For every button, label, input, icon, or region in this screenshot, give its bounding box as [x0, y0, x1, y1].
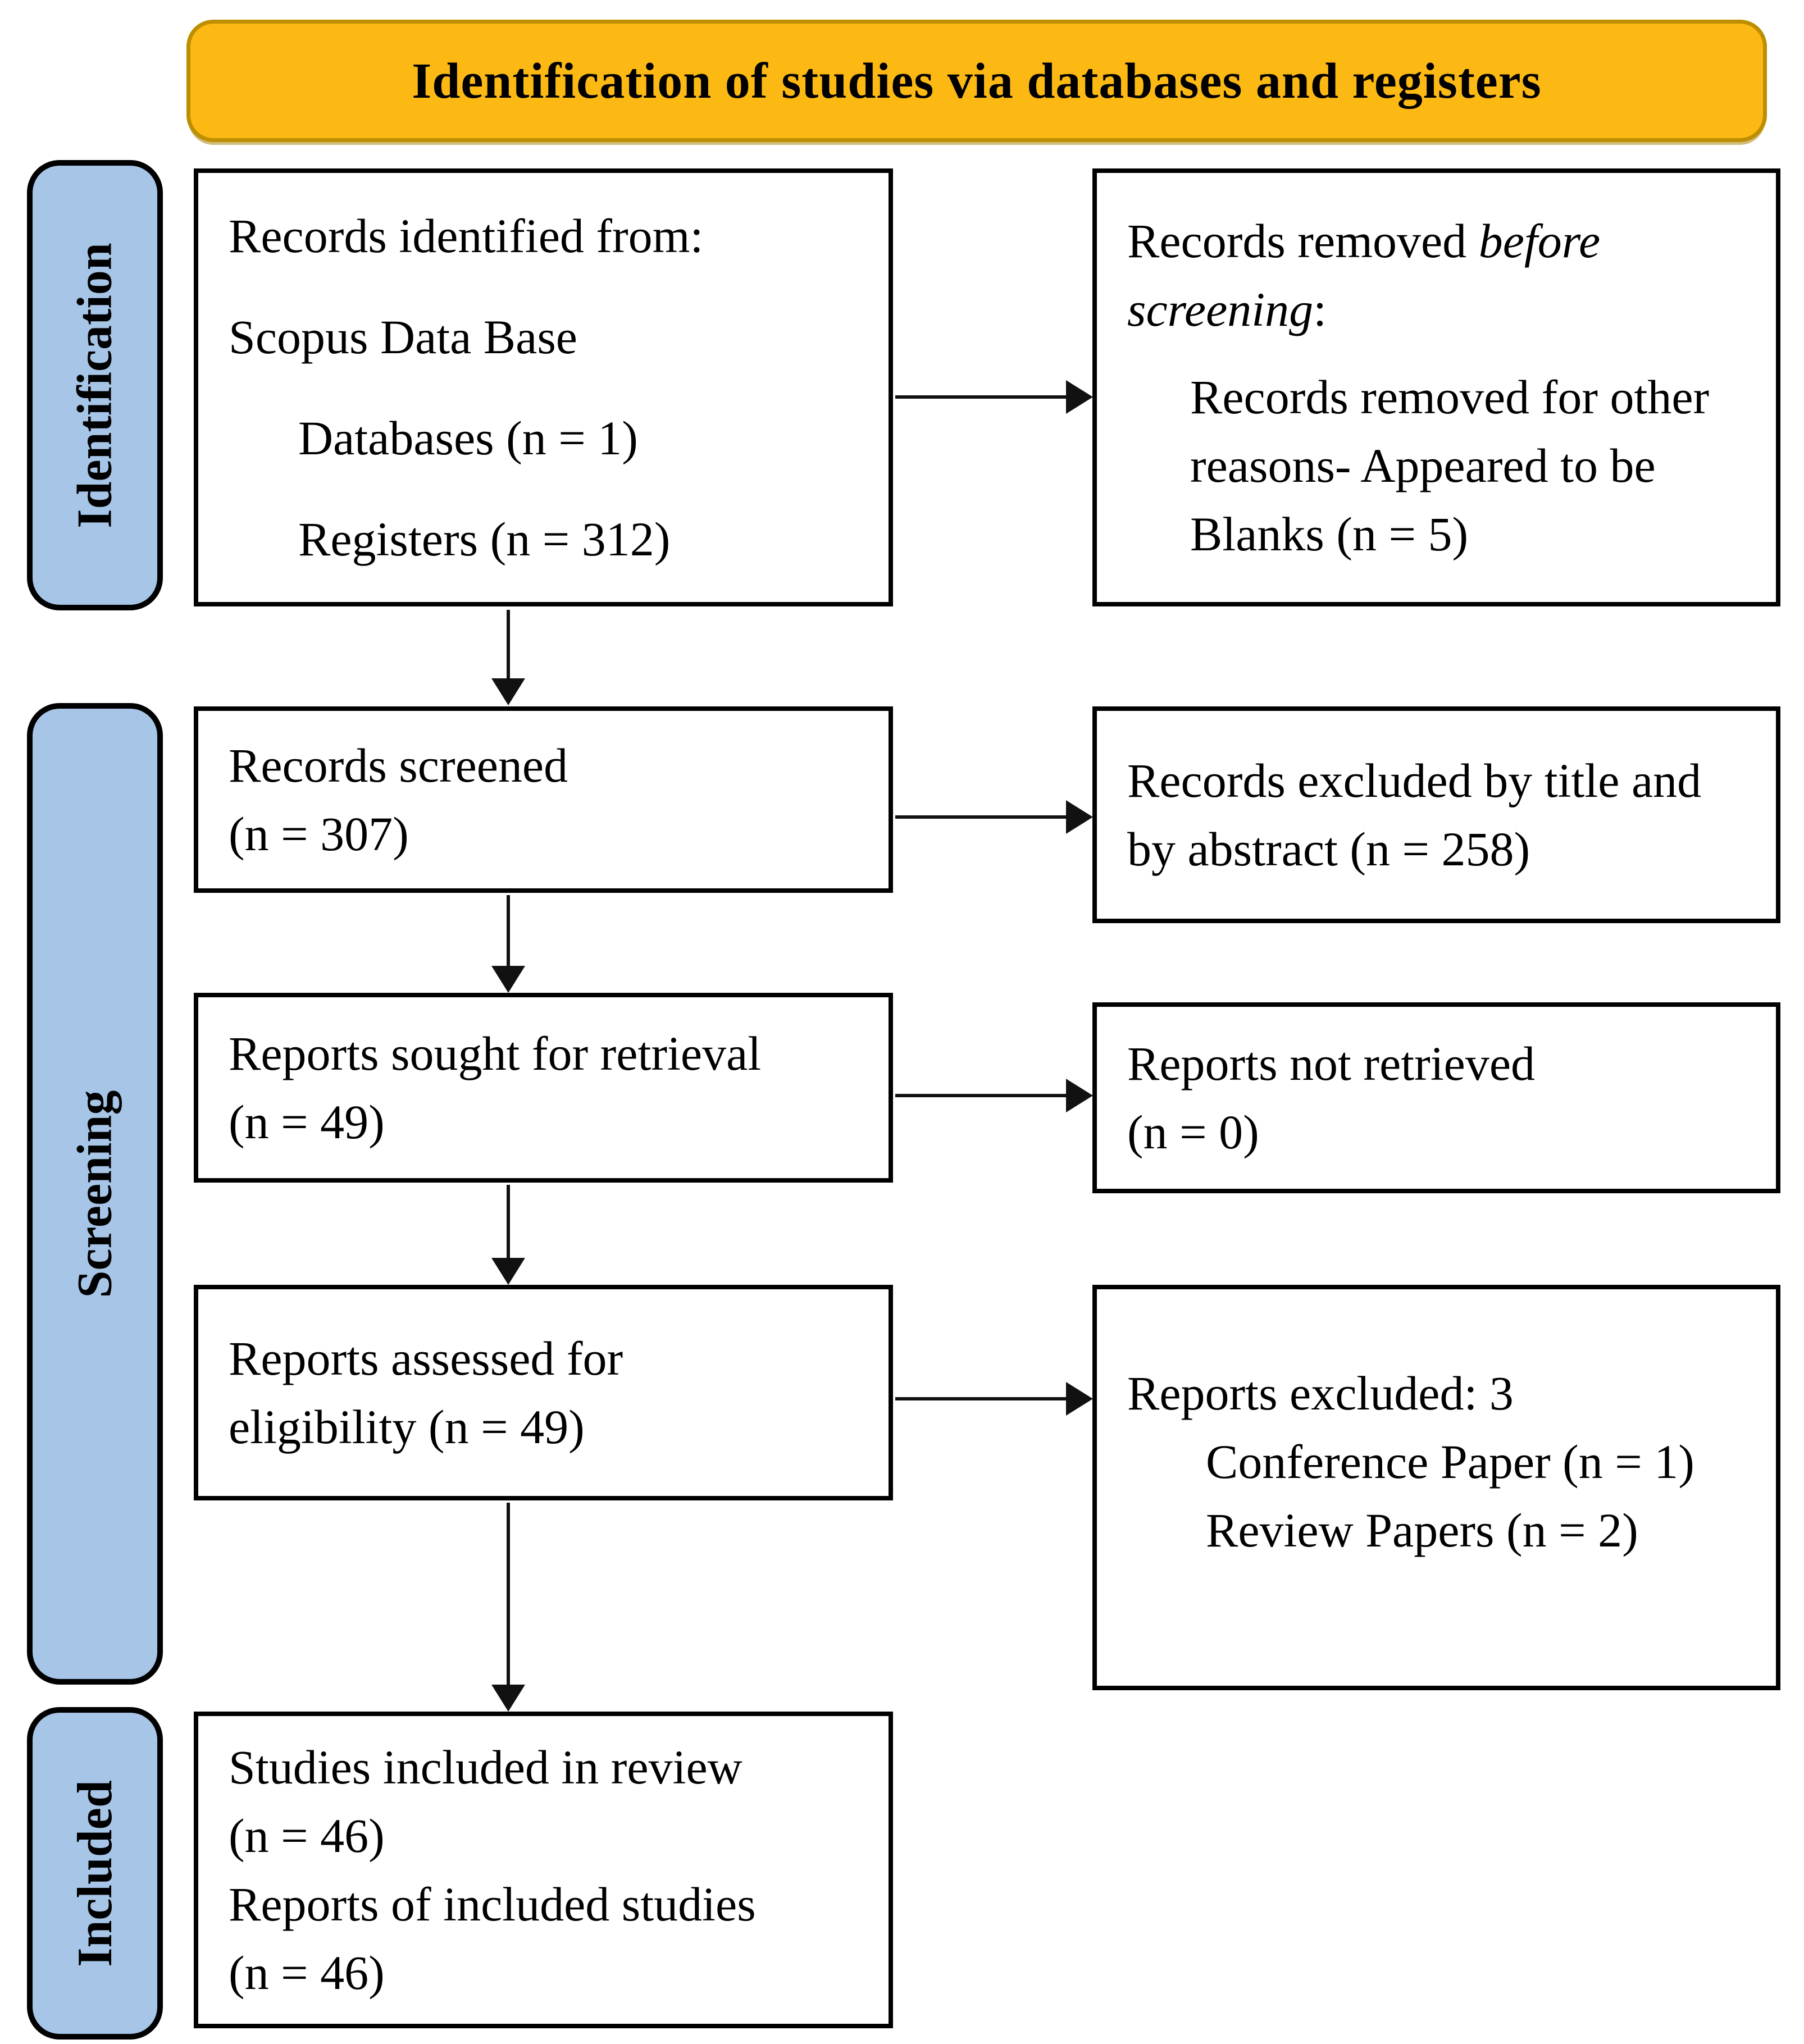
- arrow-right-screened-to-excluded: [895, 815, 1067, 819]
- box-records-removed-before-screening: Records removed before screening: Record…: [1092, 168, 1780, 606]
- box-studies-included: Studies included in review (n = 46) Repo…: [194, 1712, 893, 2028]
- text-line: (n = 46): [229, 1809, 385, 1863]
- text-line: Studies included in review: [229, 1740, 742, 1794]
- text-line: Records screened: [229, 738, 568, 792]
- text-line: (n = 0): [1127, 1105, 1259, 1159]
- text-line: Reports assessed for: [229, 1331, 623, 1385]
- box-reports-sought: Reports sought for retrieval (n = 49): [194, 993, 893, 1183]
- arrow-right-identified-to-removed: [895, 395, 1067, 399]
- stage-included: Included: [27, 1707, 163, 2040]
- arrow-down-sought-to-assessed: [507, 1185, 510, 1259]
- text-line-indented: Blanks (n = 5): [1190, 507, 1469, 561]
- text-line: Reports not retrieved: [1127, 1037, 1536, 1091]
- stage-screening: Screening: [27, 703, 163, 1685]
- text-line: by abstract (n = 258): [1127, 822, 1530, 876]
- text-line: Records identified from:: [229, 209, 704, 263]
- text-line: (n = 46): [229, 1946, 385, 2000]
- stage-identification: Identification: [27, 160, 163, 610]
- stage-screening-label: Screening: [67, 1090, 122, 1298]
- stage-identification-label: Identification: [67, 242, 122, 528]
- text-line: eligibility (n = 49): [229, 1400, 585, 1454]
- box-reports-excluded: Reports excluded: 3 Conference Paper (n …: [1092, 1285, 1780, 1690]
- indented-reason-block: Conference Paper (n = 1) Review Papers (…: [1206, 1427, 1750, 1564]
- text-line: Reports sought for retrieval: [229, 1026, 762, 1080]
- text-line-indented: Conference Paper (n = 1): [1206, 1435, 1694, 1489]
- arrow-down-screened-to-sought: [507, 895, 510, 967]
- arrow-right-assessed-to-excluded: [895, 1397, 1067, 1400]
- text-italic: before screening: [1127, 214, 1601, 336]
- box-records-identified: Records identified from: Scopus Data Bas…: [194, 168, 893, 606]
- indented-reason-block: Records removed for other reasons- Appea…: [1190, 363, 1750, 568]
- box-records-screened: Records screened (n = 307): [194, 706, 893, 893]
- text-line: Reports of included studies: [229, 1877, 756, 1931]
- text-line-indented: Databases (n = 1): [298, 411, 638, 465]
- stage-included-label: Included: [67, 1780, 122, 1967]
- arrow-down-identified-to-screened: [507, 610, 510, 679]
- box-reports-assessed: Reports assessed for eligibility (n = 49…: [194, 1285, 893, 1500]
- arrow-right-sought-to-not-retrieved: [895, 1094, 1067, 1097]
- text-line: Records excluded by title and: [1127, 754, 1702, 807]
- text-roman: Records removed: [1127, 214, 1479, 268]
- text-line: Reports excluded: 3: [1127, 1366, 1514, 1420]
- text-roman: :: [1313, 282, 1327, 336]
- diagram-title: Identification of studies via databases …: [412, 53, 1542, 109]
- text-line: (n = 307): [229, 807, 409, 861]
- box-reports-not-retrieved: Reports not retrieved (n = 0): [1092, 1002, 1780, 1193]
- text-line-indented: Registers (n = 312): [298, 512, 671, 566]
- title-banner: Identification of studies via databases …: [186, 20, 1767, 142]
- text-line-indented: reasons- Appeared to be: [1190, 439, 1656, 492]
- text-line-indented: Review Papers (n = 2): [1206, 1503, 1638, 1557]
- text-line-indented: Records removed for other: [1190, 370, 1710, 424]
- arrow-down-assessed-to-included: [507, 1503, 510, 1686]
- box-records-excluded: Records excluded by title and by abstrac…: [1092, 706, 1780, 923]
- text-line: (n = 49): [229, 1095, 385, 1149]
- text-line: Records removed before screening:: [1127, 207, 1750, 344]
- text-line: Scopus Data Base: [229, 310, 577, 364]
